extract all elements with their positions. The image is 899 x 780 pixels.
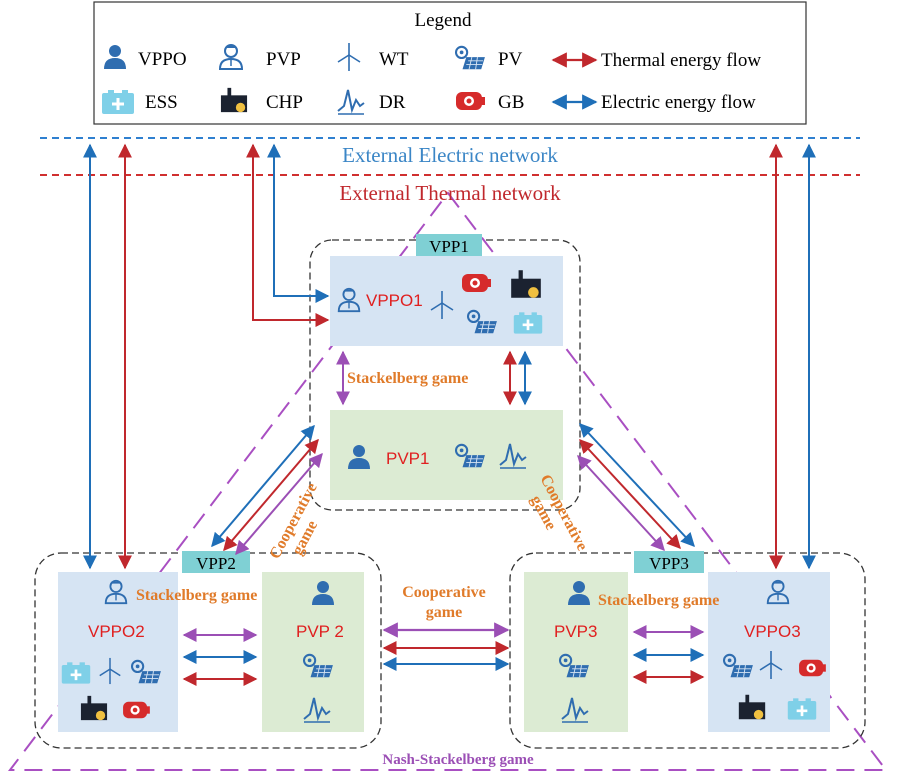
- vpp1-network-electric-arrow: [267, 143, 330, 303]
- pvp2-label: PVP 2: [296, 622, 344, 641]
- legend-title: Legend: [415, 10, 472, 31]
- vpp3-tag: [634, 551, 704, 573]
- vpp1-vpp3-thermal-arrow: [579, 438, 681, 550]
- legend-label-vppo: VPPO: [138, 49, 187, 70]
- vpp1-group: VPP1 VPPO1 PVP1 Stackelberg game: [309, 234, 581, 511]
- gas-boiler-icon: [123, 701, 150, 719]
- pvp3-label: PVP3: [554, 622, 597, 641]
- legend-label-gb: GB: [498, 92, 524, 113]
- vppo2-panel: [58, 572, 178, 732]
- battery-icon: [786, 696, 818, 722]
- vpp3-group: VPP3 PVP3 VPPO3 Stackelberg game: [509, 551, 866, 749]
- vpp1-tag-label: VPP1: [429, 237, 469, 256]
- vppo2-label: VPPO2: [88, 622, 145, 641]
- legend-label-dr: DR: [379, 92, 406, 113]
- legend-label-ess: ESS: [145, 92, 178, 113]
- gas-boiler-icon: [456, 92, 485, 110]
- external-electric-network-label: External Electric network: [342, 143, 558, 167]
- vpp1-vpp3-game-arrow: [577, 454, 665, 552]
- gas-boiler-icon: [799, 659, 826, 677]
- vpp2-tag-label: VPP2: [196, 554, 236, 573]
- vpp2-group: VPP2 VPPO2 PVP 2 Stackelberg game: [34, 551, 382, 749]
- legend-label-thermal-flow: Thermal energy flow: [601, 50, 761, 71]
- pvp1-label: PVP1: [386, 449, 429, 468]
- vpp1-tag: [416, 234, 482, 256]
- legend-label-wt: WT: [379, 49, 409, 70]
- gas-boiler-icon: [462, 274, 491, 292]
- pvp2-panel: [262, 572, 364, 732]
- vpp3-game-label: Stackelberg game: [598, 592, 719, 609]
- battery-icon: [100, 88, 136, 116]
- nash-stackelberg-label: Nash-Stackelberg game: [382, 752, 534, 768]
- battery-icon: [512, 310, 544, 336]
- vppo1-label: VPPO1: [366, 291, 423, 310]
- legend-label-pv: PV: [498, 49, 523, 70]
- vpp1-game-label: Stackelberg game: [347, 370, 468, 387]
- legend: Legend VPPO PVP WT PV ESS CHP DR GB Ther…: [93, 1, 807, 125]
- vppo3-label: VPPO3: [744, 622, 801, 641]
- legend-label-electric-flow: Electric energy flow: [601, 92, 756, 113]
- pvp1-panel: [330, 410, 563, 500]
- vpp1-network-thermal-arrow: [246, 143, 330, 327]
- vpp2-game-label: Stackelberg game: [136, 587, 257, 604]
- vpp2-tag: [182, 551, 250, 573]
- coop-bottom-label-2: game: [426, 604, 462, 621]
- legend-label-pvp: PVP: [266, 49, 301, 70]
- external-thermal-network-label: External Thermal network: [339, 181, 561, 205]
- vpp1-vpp2-game-arrow: [235, 452, 323, 556]
- legend-label-chp: CHP: [266, 92, 303, 113]
- coop-bottom-label-1: Cooperative: [402, 584, 486, 601]
- vpp3-tag-label: VPP3: [649, 554, 689, 573]
- battery-icon: [60, 660, 92, 686]
